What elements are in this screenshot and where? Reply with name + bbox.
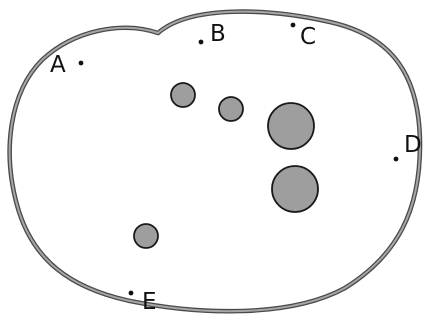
gray-circle-small-1: [170, 82, 196, 108]
point-a: A: [50, 52, 84, 78]
gray-circle-large-1: [267, 102, 315, 150]
point-b-label: B: [210, 21, 226, 47]
gray-circles: [133, 82, 319, 249]
point-d: D: [393, 132, 422, 162]
gray-circle-small-3: [133, 223, 159, 249]
gray-circle-large-2: [271, 165, 319, 213]
point-c-label: C: [300, 24, 316, 50]
point-a-dot: [78, 60, 84, 66]
point-e-dot: [128, 290, 134, 296]
point-e-label: E: [142, 289, 157, 315]
point-d-label: D: [404, 132, 422, 158]
region-outline: [7, 9, 423, 314]
point-b-dot: [198, 39, 204, 45]
point-d-dot: [393, 156, 399, 162]
point-c: C: [290, 22, 316, 50]
gray-circle-small-2: [218, 96, 244, 122]
point-e: E: [128, 289, 157, 315]
point-c-dot: [290, 22, 296, 28]
point-a-label: A: [50, 52, 66, 78]
point-b: B: [198, 21, 226, 47]
